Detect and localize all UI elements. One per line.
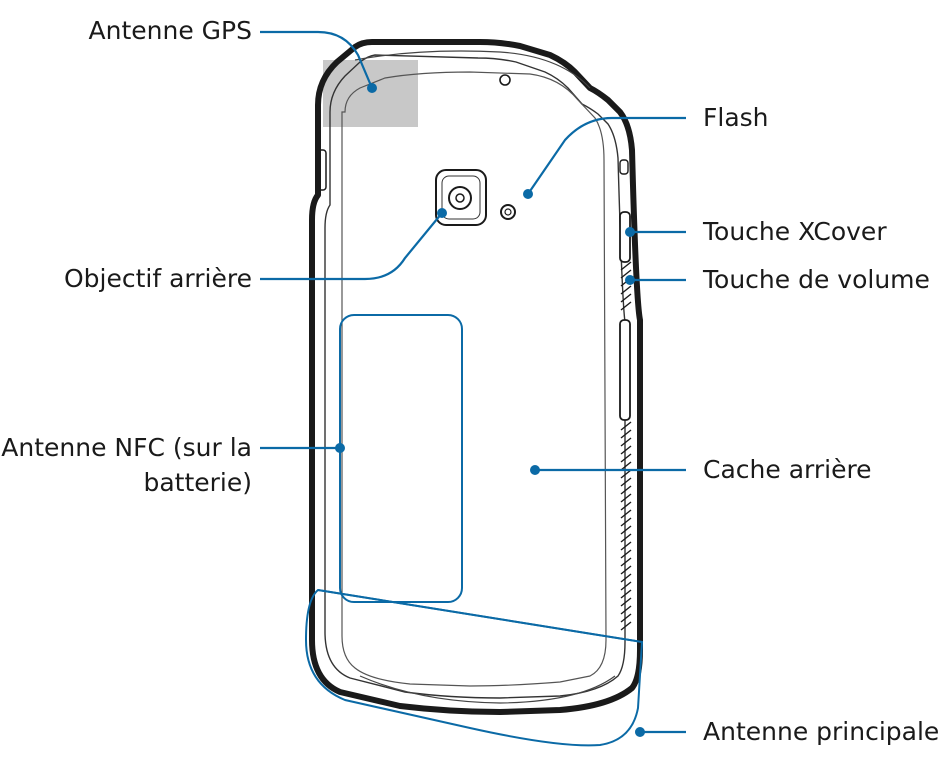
flash-led <box>500 204 516 220</box>
label-xcover-key: Touche XCover <box>703 217 887 246</box>
callout-lines <box>260 30 686 734</box>
grip-ridges <box>620 261 632 631</box>
side-sensor <box>619 159 629 175</box>
bottom-inner-edge <box>359 675 616 704</box>
camera-module <box>435 169 487 226</box>
main-antenna-divider <box>317 589 643 643</box>
top-edge <box>354 50 591 89</box>
label-flash: Flash <box>703 103 769 132</box>
nfc-antenna-area <box>339 314 463 603</box>
volume-key <box>619 319 631 421</box>
label-gps-antenna: Antenne GPS <box>88 16 252 45</box>
back-cover-panel <box>341 71 607 687</box>
main-antenna-area <box>304 588 644 747</box>
label-nfc-antenna-line2: batterie) <box>143 468 252 497</box>
label-main-antenna: Antenne principale <box>703 717 940 746</box>
label-volume-key: Touche de volume <box>703 265 930 294</box>
callout-dots <box>335 83 645 737</box>
gps-antenna-area <box>323 60 418 127</box>
label-nfc-antenna-line1: Antenne NFC (sur la <box>1 433 252 462</box>
rear-camera-lens <box>448 186 472 210</box>
left-side-button <box>317 149 327 191</box>
phone-outer-shell <box>309 39 643 715</box>
xcover-key <box>619 211 631 263</box>
label-back-cover: Cache arrière <box>703 455 872 484</box>
label-rear-camera: Objectif arrière <box>64 264 252 293</box>
top-port <box>499 74 511 86</box>
